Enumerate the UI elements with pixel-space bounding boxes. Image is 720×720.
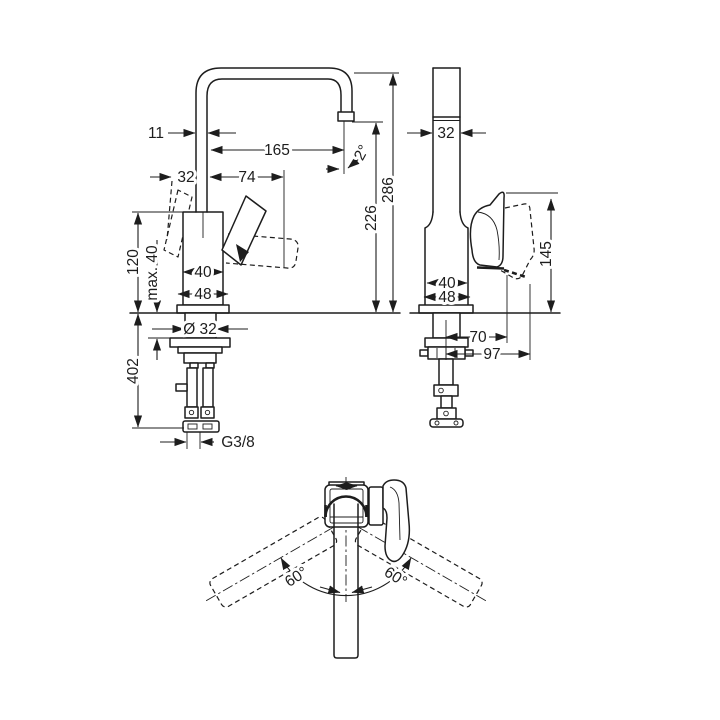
hose-nut-detail-left [188,409,195,416]
dim-label-body-width: 40 [194,264,212,281]
handle-back-position-dashed [163,189,193,258]
top-view: 60° 60° [205,477,487,659]
pipe-clip [175,383,188,392]
handle-grip-edge [476,266,505,270]
threaded-shank [184,312,217,339]
handle-front [469,191,505,268]
nut-front [427,346,466,360]
dim-label-handle-projection-max: 97 [483,346,500,363]
nut-wing-left [419,349,429,357]
swivel-arc [280,557,412,597]
swivel-axis-left [205,526,335,602]
hose-nut-left [184,406,199,419]
spout-aerator [337,111,355,122]
dim-2deg-right-arrow [347,157,361,169]
foot-hole-right [453,420,459,426]
dim-label-hose-length: 402 [125,358,142,384]
hose-nut-detail-right [204,409,211,416]
dim-label-body-height: 120 [125,249,142,275]
handle-base-shadow [236,244,249,262]
side-view: 11 165 32 74 2° 286 226 120 max. 40 40 4… [122,67,401,454]
dim-label-shank-diameter: Ø 32 [183,321,217,338]
swivel-dome [324,495,368,518]
handle-lever-plan [382,479,411,563]
ext-32-dashed [166,180,173,241]
mounting-flange [169,337,231,348]
dim-label-swivel-left: 60° [282,564,311,591]
dim-label-outlet-angle: 2° [351,142,373,163]
dim-label-handle-offset: 32 [177,169,194,186]
spout-swivel-left-dashed [209,516,338,608]
dim-label-spout-tube-width: 11 [148,125,164,142]
spout-plan [333,503,359,659]
nut-wing-right [464,349,474,357]
dim-label-base-width-front: 48 [438,289,455,306]
base-plate-side [176,304,230,314]
pipe-front-lower [440,395,453,409]
swivel-axis-right [357,526,487,602]
handle-front-contour [477,211,500,261]
supply-pipe-right [202,367,214,408]
handle-lever-side [221,195,267,266]
bracket-slot-left [187,423,198,430]
dim-label-handle-reach: 74 [238,169,256,186]
handle-tilted-grip-edge [503,268,527,279]
dim-label-body-width-front: 40 [438,275,456,292]
washer [177,346,223,354]
dim-label-handle-height: 145 [538,241,555,267]
spout-outer-wall [195,67,353,213]
bracket-slot-right [202,423,213,430]
connector-detail [438,387,444,394]
handle-lever-contour [389,486,401,541]
elbow-detail [443,410,449,417]
handle-cover-plan [368,486,384,526]
hose-nut-right [200,406,215,419]
supply-pipe-left [186,367,198,408]
dim-label-outlet-height: 226 [363,205,380,231]
mounting-nut [183,352,217,364]
dim-label-max-deck-thickness: max. 40 [144,245,161,301]
arc-center-arrow-right [351,585,373,594]
handle-tilted-dashed [499,203,535,280]
dim-label-total-height: 286 [380,177,397,203]
dim-label-base-width: 48 [194,286,211,303]
threaded-shank-front [432,312,461,339]
front-body-right [459,211,469,306]
dim-label-handle-projection: 70 [469,329,487,346]
spout-inner-wall [206,78,342,213]
front-view: 32 145 40 48 70 97 [407,67,561,428]
base-plate-front [418,304,474,314]
spout-swivel-right-dashed [354,516,483,608]
flange-front [424,337,469,348]
dim-label-column-width: 32 [437,125,454,142]
arc-center-arrow-left [319,585,341,594]
body-plan [324,484,369,528]
front-body-left [424,211,434,306]
hose-elbow-front [436,407,457,420]
pipe-front-upper [438,358,454,386]
dim-label-thread-size: G3/8 [221,434,255,451]
dim-label-swivel-right: 60° [381,564,410,591]
dim-label-spout-reach: 165 [264,142,290,159]
foot-hole-left [434,420,440,426]
pipe-connector-front [433,384,459,397]
